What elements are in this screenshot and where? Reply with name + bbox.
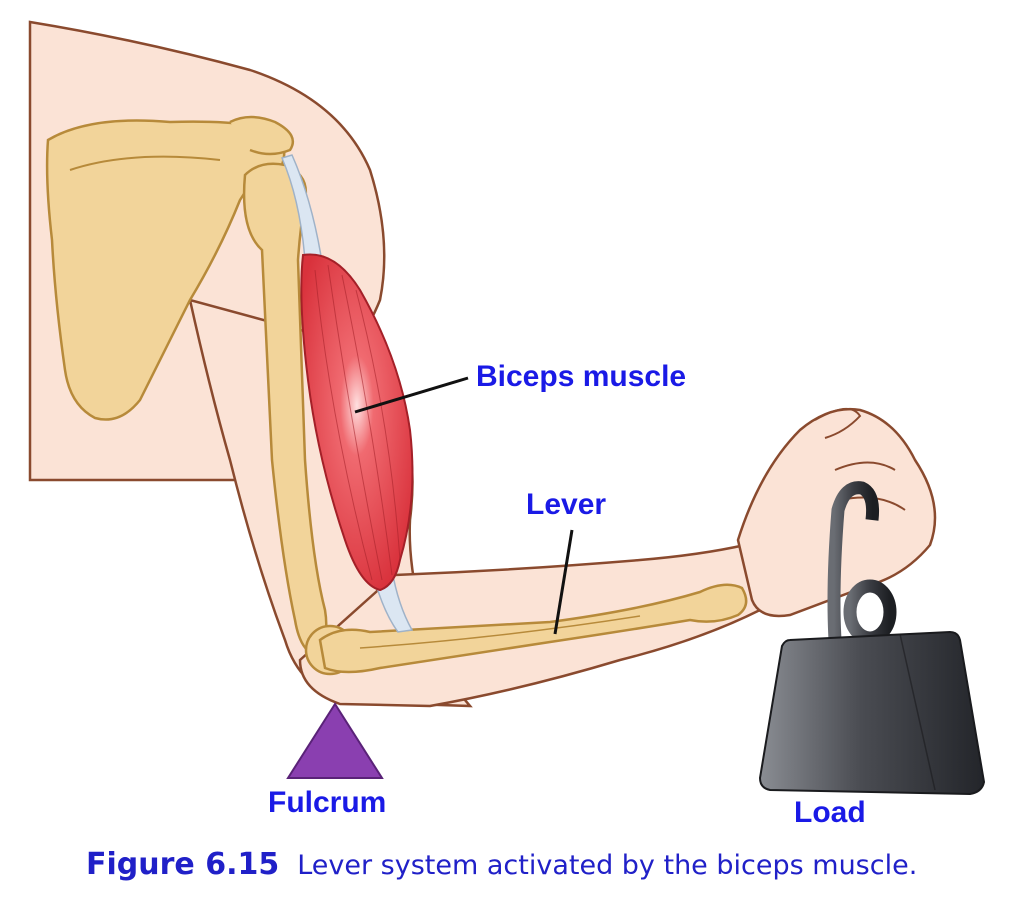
- figure-caption: Figure 6.15 Lever system activated by the…: [86, 850, 917, 880]
- biceps-label: Biceps muscle: [476, 360, 687, 393]
- caption-text: Lever system activated by the biceps mus…: [297, 850, 918, 881]
- lever-label: Lever: [526, 488, 607, 521]
- weight: [758, 630, 986, 796]
- scapula: [45, 119, 286, 421]
- biceps-muscle: [300, 253, 414, 592]
- humerus: [242, 162, 328, 657]
- biceps-leader-line: [354, 376, 469, 414]
- fulcrum-triangle: [286, 702, 384, 779]
- forearm-bone-lever: [318, 583, 748, 674]
- figure-number: Figure 6.15: [86, 847, 280, 882]
- load-label: Load: [794, 796, 866, 829]
- fulcrum-label: Fulcrum: [268, 786, 387, 819]
- lever-leader-line: [553, 529, 574, 635]
